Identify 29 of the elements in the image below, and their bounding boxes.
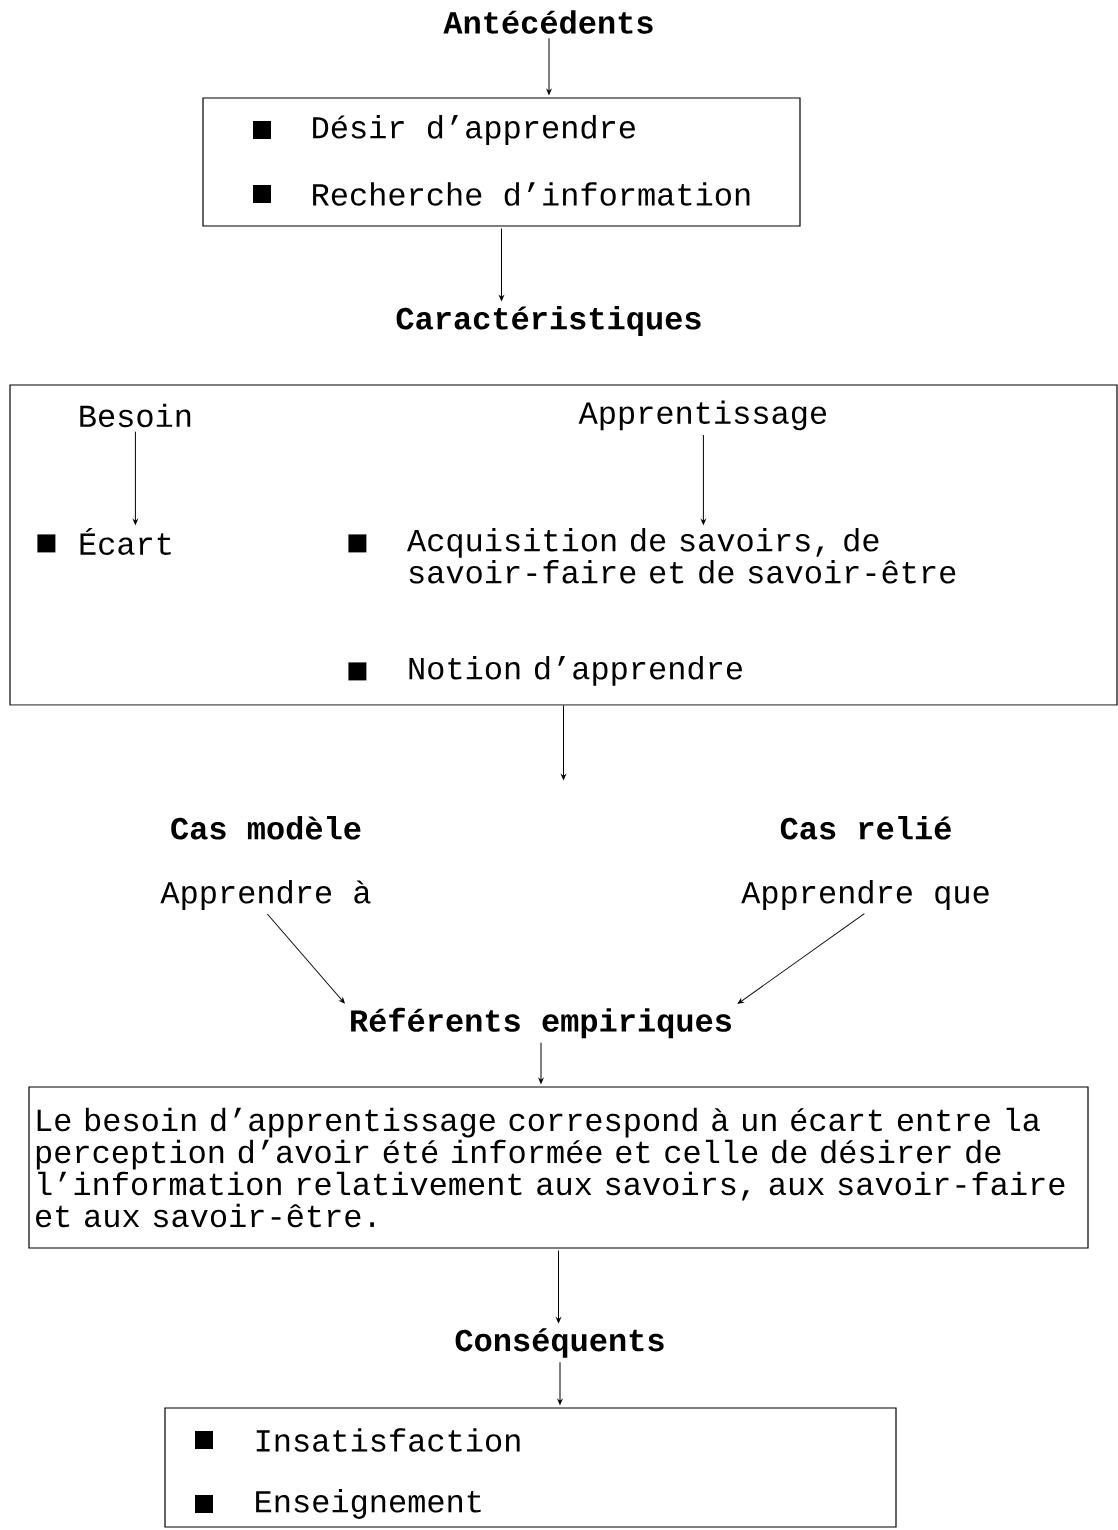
bullet-item: Insatisfaction	[195, 1428, 520, 1452]
section-heading: Conséquents	[455, 1328, 664, 1358]
arrow	[737, 913, 865, 1004]
section-heading: Caractéristiques	[396, 306, 701, 336]
arrow	[499, 228, 504, 301]
arrow	[546, 37, 552, 95]
arrow	[133, 431, 138, 525]
bullet-item: Notion d’apprendre	[348, 656, 742, 686]
section-heading: Antécédents	[443, 10, 653, 34]
bullet-item: Recherche d’information	[253, 182, 750, 206]
text-box: Le besoin d’apprentissage correspond à un écart entre la perception d’avoir été informée et celle de désirer de l’information relativement aux savoirs, aux savoir-faire et aux savoir-être.	[28, 1086, 1089, 1249]
node-label: Écart	[80, 528, 171, 555]
bullet-item: Désir d’apprendre	[253, 115, 635, 145]
case-label: Cas modèle Apprendre à	[160, 816, 371, 910]
column-heading: Besoin	[80, 403, 191, 428]
case-label: Cas relié Apprendre que	[741, 816, 989, 910]
arrow	[557, 1361, 563, 1405]
bullet-item: Écart	[37, 528, 171, 555]
node-label: Notion d’apprendre	[409, 656, 742, 686]
arrow	[556, 1250, 561, 1323]
bullet-item: Enseignement	[195, 1489, 481, 1519]
column-heading: Apprentissage	[578, 400, 827, 431]
arrow	[561, 705, 566, 780]
frame-box	[9, 384, 1118, 706]
arrow	[266, 913, 345, 1004]
arrow	[538, 1042, 544, 1084]
section-heading: Référents empiriques	[351, 1007, 731, 1039]
bullet-item: Acquisition de savoirs, de savoir-faire et de savoir-être	[348, 528, 956, 584]
arrow	[701, 434, 706, 525]
